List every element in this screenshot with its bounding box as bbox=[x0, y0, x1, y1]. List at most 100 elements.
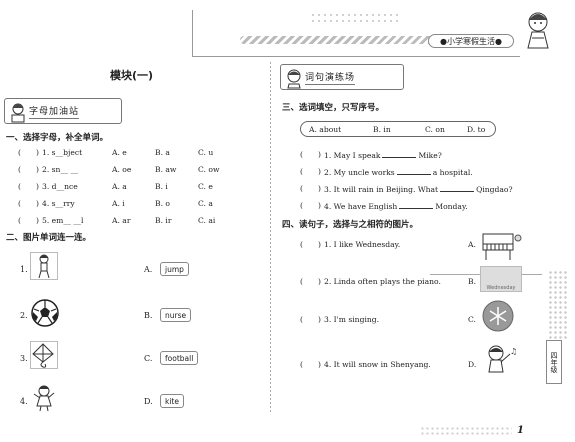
option-c: C. a bbox=[198, 199, 213, 208]
section-2-title: 二、图片单词连一连。 bbox=[6, 233, 92, 243]
answer-paren: ) bbox=[318, 277, 321, 286]
option-c: C. u bbox=[198, 148, 214, 157]
answer-paren: ) bbox=[36, 199, 39, 208]
header-rule bbox=[192, 56, 520, 57]
option-b: B. i bbox=[155, 182, 168, 191]
word-options-box: A. about B. in C. on D. to bbox=[300, 121, 496, 137]
question-pre: 4. We have English bbox=[324, 202, 398, 211]
answer-paren: ( bbox=[18, 182, 21, 191]
answer-paren: ( bbox=[300, 167, 303, 176]
header-rule-vertical bbox=[192, 10, 193, 56]
word-letter: C. bbox=[144, 354, 153, 363]
answer-blank bbox=[440, 184, 475, 192]
question-text: 4. We have English Monday. bbox=[324, 201, 468, 211]
answer-paren: ( bbox=[18, 199, 21, 208]
answer-paren: ) bbox=[318, 315, 321, 324]
answer-paren: ( bbox=[300, 360, 303, 369]
answer-paren: ( bbox=[300, 240, 303, 249]
question-text: 1. s__bject bbox=[42, 148, 83, 157]
question-text: 2. sn__ __ bbox=[42, 165, 79, 174]
kite-icon bbox=[32, 343, 54, 368]
singing-boy-icon: ♫ bbox=[488, 345, 517, 373]
option: D. to bbox=[467, 125, 486, 134]
question-post: Qingdao? bbox=[476, 185, 513, 194]
option-c: C. ai bbox=[198, 216, 216, 225]
picture-letter: D. bbox=[468, 360, 477, 369]
question-pre: 3. It will rain in Beijing. What bbox=[324, 185, 439, 194]
pic-3 bbox=[30, 341, 58, 369]
picture-letter: A. bbox=[468, 240, 476, 249]
snow-icon bbox=[482, 300, 514, 332]
module-title: 模块(一) bbox=[110, 69, 154, 82]
answer-paren: ( bbox=[18, 216, 21, 225]
header-stripe bbox=[240, 36, 440, 44]
answer-paren: ) bbox=[318, 360, 321, 369]
answer-blank bbox=[382, 150, 417, 158]
question-row: ()4. It will snow in Shenyang.D. bbox=[300, 360, 480, 370]
word-card: jump bbox=[160, 262, 189, 276]
answer-paren: ) bbox=[36, 216, 39, 225]
answer-paren: ( bbox=[300, 315, 303, 324]
answer-paren: ) bbox=[318, 184, 321, 193]
option-c: C. ow bbox=[198, 165, 220, 174]
answer-paren: ( bbox=[300, 150, 303, 159]
question-post: a hospital. bbox=[432, 168, 473, 177]
answer-paren: ( bbox=[300, 277, 303, 286]
answer-paren: ) bbox=[318, 240, 321, 249]
section-4-title: 四、读句子，选择与之相符的图片。 bbox=[282, 220, 419, 230]
pic-number: 2. bbox=[20, 311, 28, 320]
question-text: 3. I'm singing. bbox=[324, 315, 380, 324]
option-b: B. aw bbox=[155, 165, 177, 174]
answer-paren: ) bbox=[318, 201, 321, 210]
series-label: ●小学寒假生活● bbox=[428, 34, 514, 48]
question-text: 1. I like Wednesday. bbox=[324, 240, 401, 249]
section-banner-phrases: 词句演练场 bbox=[280, 64, 404, 90]
question-pre: 1. May I speak bbox=[324, 151, 381, 160]
answer-blank bbox=[396, 167, 431, 175]
banner-label: 字母加油站 bbox=[29, 104, 80, 119]
option: A. about bbox=[309, 125, 342, 134]
football-icon bbox=[31, 299, 59, 327]
calendar-card: Wednesday bbox=[480, 266, 522, 292]
answer-paren: ( bbox=[300, 184, 303, 193]
question-row: ()1. I like Wednesday. A. bbox=[300, 240, 480, 250]
question-row: ()2. Linda often plays the piano.B. bbox=[300, 277, 480, 287]
question-text: 3. d__nce bbox=[42, 182, 78, 191]
column-divider bbox=[270, 62, 271, 412]
question-post: Monday. bbox=[435, 202, 468, 211]
question-row: ()3. I'm singing.C. bbox=[300, 315, 480, 325]
word-letter: A. bbox=[144, 265, 153, 274]
option-b: B. ir bbox=[155, 216, 172, 225]
pic-number: 1. bbox=[20, 265, 28, 274]
option-a: A. a bbox=[112, 182, 127, 191]
word-card: nurse bbox=[160, 308, 192, 322]
question-row: ()3. It will rain in Beijing. What Qingda… bbox=[300, 184, 540, 194]
question-row: ()2. sn__ __ A. oe B. aw C. ow bbox=[18, 165, 258, 175]
girl-mascot-icon bbox=[527, 12, 549, 49]
answer-blank bbox=[399, 201, 434, 209]
header-dots bbox=[310, 12, 400, 26]
question-text: 4. s__rry bbox=[42, 199, 75, 208]
grade-tab: 四年级 bbox=[546, 340, 562, 384]
option-a: A. i bbox=[112, 199, 125, 208]
answer-paren: ) bbox=[36, 165, 39, 174]
option: B. in bbox=[373, 125, 391, 134]
answer-paren: ) bbox=[36, 182, 39, 191]
word-letter: D. bbox=[144, 397, 153, 406]
option: C. on bbox=[425, 125, 445, 134]
answer-paren: ( bbox=[18, 165, 21, 174]
pic-number: 4. bbox=[20, 397, 28, 406]
question-text: 5. em__ __l bbox=[42, 216, 84, 225]
question-text: 2. Linda often plays the piano. bbox=[324, 277, 441, 286]
option-a: A. ar bbox=[112, 216, 131, 225]
section-1-title: 一、选择字母，补全单词。 bbox=[6, 133, 109, 143]
section-banner-letters: 字母加油站 bbox=[4, 98, 122, 124]
option-a: A. oe bbox=[112, 165, 132, 174]
